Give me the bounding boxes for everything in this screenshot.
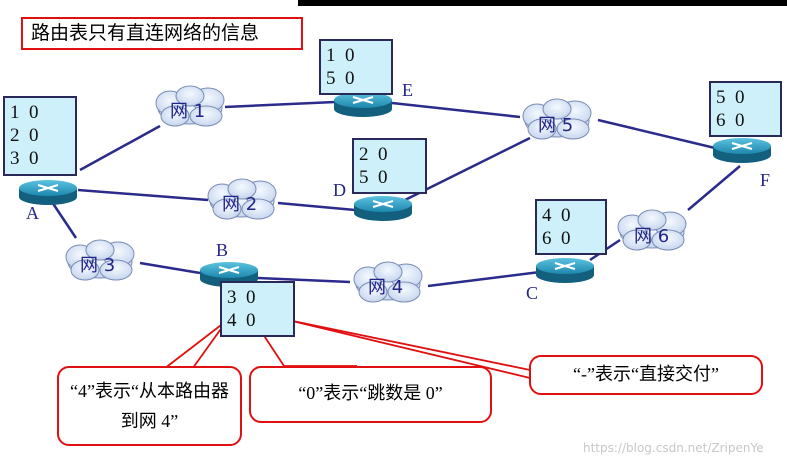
diagram-title: 路由表只有直连网络的信息 (21, 17, 303, 50)
table-row: 5 0 (359, 167, 388, 188)
clouds (65, 85, 687, 303)
cloud-net5 (522, 98, 592, 140)
pointer-direct-2 (287, 319, 531, 379)
link-a-net1 (79, 124, 161, 172)
network-label-2: 网 2 (222, 194, 258, 215)
routing-table-a: 1 0 2 0 3 0 (3, 96, 77, 176)
router-d-label: D (333, 180, 346, 200)
network-label-5: 网 5 (538, 115, 574, 136)
router-f-icon (713, 138, 771, 163)
table-row: 3 0 (10, 148, 39, 169)
links (50, 100, 741, 288)
table-row: 5 0 (716, 87, 745, 108)
cloud-net3 (65, 239, 135, 281)
callout-network-text: “4”表示“从本路由器到网 4” (70, 381, 229, 431)
table-row: 5 0 (326, 68, 355, 89)
network-label-4: 网 4 (368, 277, 404, 298)
watermark: https://blog.csdn.net/ZripenYe (583, 441, 764, 455)
link-net3-b (139, 261, 201, 275)
router-d-icon (354, 196, 412, 221)
table-row: 4 0 (542, 205, 571, 226)
link-net1-e (224, 100, 336, 109)
pointer-direct (287, 319, 531, 371)
link-a-net3 (50, 201, 78, 239)
router-e-icon (334, 92, 392, 117)
table-row: 2 0 (359, 144, 388, 165)
routers (19, 92, 771, 287)
link-e-net5 (391, 101, 521, 119)
link-b-net4 (257, 276, 351, 284)
routing-table-f: 5 0 6 0 (709, 81, 782, 137)
table-row: 6 0 (716, 110, 745, 131)
callout-direct-text: “-”表示“直接交付” (573, 364, 719, 384)
router-b-icon (200, 262, 258, 287)
table-row: 1 0 (326, 45, 355, 66)
table-row: 2 0 (10, 125, 39, 146)
router-b-label: B (216, 240, 229, 260)
network-label-3: 网 3 (80, 255, 116, 276)
cloud-net4 (353, 261, 423, 303)
router-e-label: E (402, 80, 413, 100)
callout-direct-delivery: “-”表示“直接交付” (529, 355, 763, 395)
cloud-net2 (207, 178, 277, 220)
link-net5-f (597, 118, 716, 150)
network-label-1: 网 1 (170, 101, 206, 122)
callout-network-meaning: “4”表示“从本路由器到网 4” (57, 366, 242, 446)
table-row: 1 0 (10, 102, 39, 123)
table-row: 3 0 (227, 287, 256, 308)
network-label-6: 网 6 (634, 226, 670, 247)
pointer-network (157, 321, 226, 373)
routing-table-b: 3 0 4 0 (220, 281, 295, 337)
routing-table-d: 2 0 5 0 (352, 138, 427, 194)
router-a-label: A (26, 203, 39, 223)
link-a-net2 (77, 188, 209, 202)
router-f-label: F (760, 170, 771, 190)
routing-table-e: 1 0 5 0 (319, 39, 393, 95)
router-c-label: C (526, 283, 539, 303)
callout-hops-meaning: “0”表示“跳数是 0” (249, 366, 492, 423)
cloud-net6 (617, 209, 687, 251)
link-net2-d (277, 201, 356, 212)
router-a-icon (19, 180, 77, 205)
table-row: 4 0 (227, 310, 256, 331)
router-c-icon (536, 258, 594, 283)
callout-hops-text: “0”表示“跳数是 0” (298, 383, 443, 403)
link-net4-c (427, 270, 541, 288)
link-net6-f (687, 165, 741, 211)
table-row: 6 0 (542, 228, 571, 249)
top-bar (298, 0, 787, 6)
routing-table-c: 4 0 6 0 (535, 199, 607, 255)
cloud-net1 (155, 85, 225, 127)
